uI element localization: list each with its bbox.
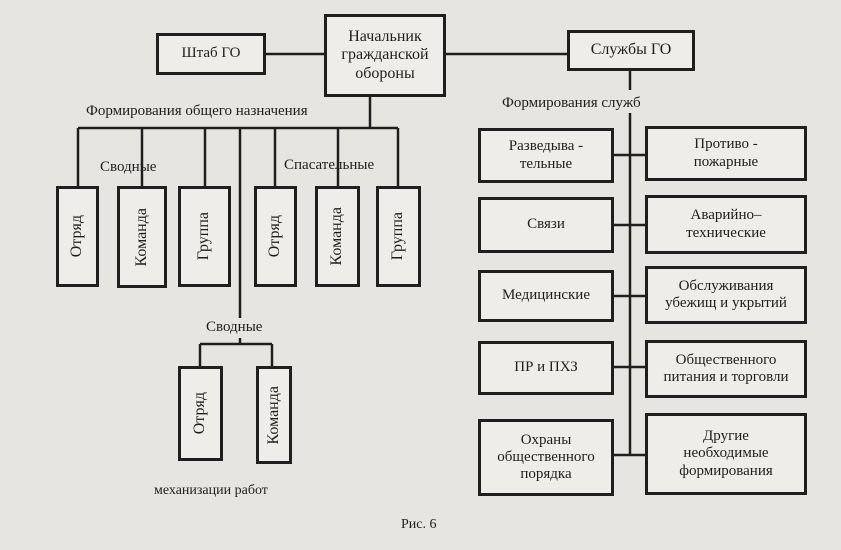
service-box-reconnaissance: Разведыва - тельные bbox=[478, 128, 614, 183]
unit-box-detachment-mechanization: Отряд bbox=[178, 366, 223, 461]
head-box: Начальник гражданской обороны bbox=[324, 14, 446, 97]
combined-label-2: Сводные bbox=[206, 319, 263, 335]
services-label: Службы ГО bbox=[590, 41, 672, 59]
general-formations-label: Формирования общего назначения bbox=[86, 103, 308, 119]
unit-label: Группа bbox=[195, 212, 213, 261]
service-label: Разведыва - тельные bbox=[508, 138, 584, 172]
service-box-shelters: Обслуживания убежищ и укрытий bbox=[645, 266, 807, 324]
figure-caption: Рис. 6 bbox=[401, 517, 437, 532]
services-box: Службы ГО bbox=[567, 30, 695, 71]
service-label: ПР и ПХЗ bbox=[514, 359, 578, 376]
unit-label: Команда bbox=[132, 207, 150, 267]
unit-label: Отряд bbox=[68, 215, 86, 258]
staff-box: Штаб ГО bbox=[156, 33, 266, 75]
unit-label: Группа bbox=[389, 212, 407, 261]
service-label: Другие необходимые формирования bbox=[679, 428, 773, 479]
combined-label-1: Сводные bbox=[100, 159, 157, 175]
service-label: Охраны общественного порядка bbox=[497, 431, 595, 483]
unit-box-team-rescue: Команда bbox=[315, 186, 360, 287]
unit-label: Команда bbox=[264, 385, 282, 445]
service-box-radiation-chemical: ПР и ПХЗ bbox=[478, 341, 614, 395]
service-box-public-order: Охраны общественного порядка bbox=[478, 419, 614, 496]
service-label: Противо - пожарные bbox=[693, 136, 759, 170]
head-label: Начальник гражданской обороны bbox=[341, 27, 429, 82]
unit-label: Отряд bbox=[191, 392, 209, 435]
service-box-firefighting: Противо - пожарные bbox=[645, 126, 807, 181]
mechanization-label: механизации работ bbox=[154, 483, 268, 498]
service-box-medical: Медицинские bbox=[478, 270, 614, 322]
unit-box-detachment-combined: Отряд bbox=[56, 186, 99, 287]
service-label: Связи bbox=[527, 216, 565, 233]
unit-box-group-combined: Группа bbox=[178, 186, 231, 287]
service-label: Общественного питания и торговли bbox=[663, 351, 789, 385]
unit-label: Отряд bbox=[266, 215, 284, 258]
unit-box-group-rescue: Группа bbox=[376, 186, 421, 287]
unit-box-detachment-rescue: Отряд bbox=[254, 186, 297, 287]
service-box-catering-trade: Общественного питания и торговли bbox=[645, 340, 807, 398]
staff-label: Штаб ГО bbox=[181, 45, 241, 62]
service-box-other: Другие необходимые формирования bbox=[645, 413, 807, 495]
rescue-label: Спасательные bbox=[284, 157, 375, 173]
service-box-communications: Связи bbox=[478, 197, 614, 253]
service-label: Аварийно– технические bbox=[686, 207, 766, 241]
unit-label: Команда bbox=[328, 207, 346, 266]
unit-box-team-combined: Команда bbox=[117, 186, 167, 288]
unit-box-team-mechanization: Команда bbox=[256, 366, 292, 464]
service-formations-label: Формирования служб bbox=[502, 95, 641, 111]
service-box-emergency-technical: Аварийно– технические bbox=[645, 195, 807, 254]
service-label: Обслуживания убежищ и укрытий bbox=[665, 277, 787, 311]
service-label: Медицинские bbox=[502, 287, 590, 304]
